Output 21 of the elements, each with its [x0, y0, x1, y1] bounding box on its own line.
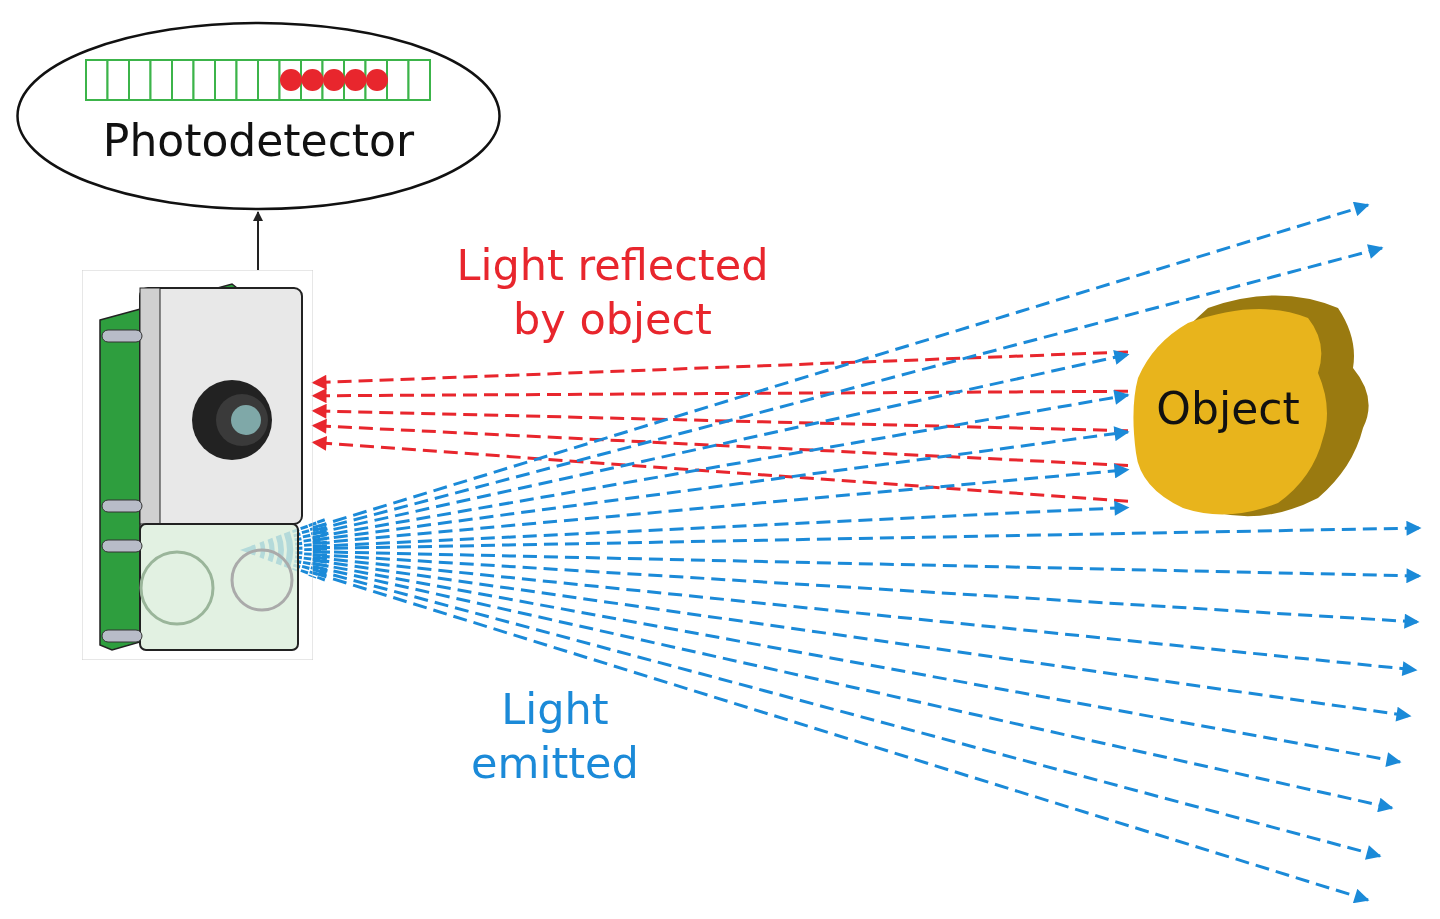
- arrow: [312, 561, 1402, 767]
- arrow: [311, 403, 1129, 433]
- arrow: [311, 350, 1129, 390]
- arrow: [311, 435, 1129, 503]
- arrow: [312, 390, 1130, 539]
- node-label: Object: [1155, 384, 1301, 434]
- arrow: [312, 552, 1420, 629]
- emitted-light-label: Light emitted: [470, 683, 640, 790]
- node-label: Photodetector: [101, 116, 416, 166]
- arrow: [312, 558, 1412, 722]
- arrow: [311, 388, 1128, 404]
- arrow: [312, 463, 1130, 545]
- reflected-light-label: Light reflected by object: [455, 239, 770, 346]
- arrow: [312, 550, 1422, 584]
- arrow: [312, 426, 1130, 542]
- arrow: [312, 564, 1394, 813]
- arrow: [311, 418, 1129, 467]
- arrow: [312, 350, 1130, 536]
- arrow: [312, 520, 1422, 551]
- arrow: [253, 211, 263, 271]
- arrow: [312, 555, 1418, 677]
